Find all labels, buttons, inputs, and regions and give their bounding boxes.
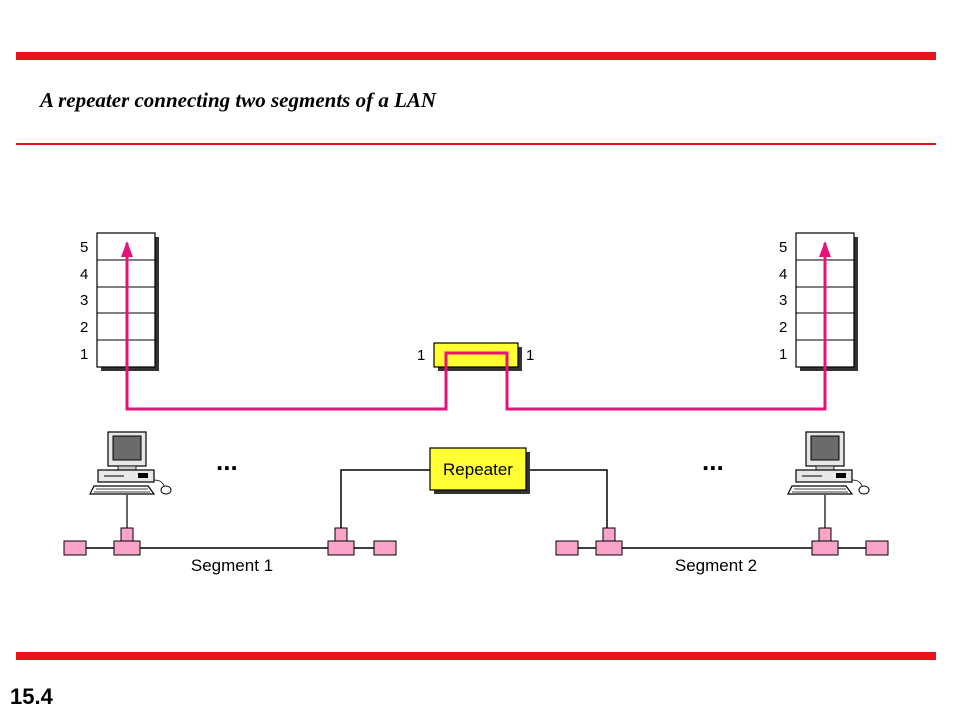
slide-title: A repeater connecting two segments of a … xyxy=(40,88,437,112)
left-layer-3: 3 xyxy=(80,292,88,309)
right-layer-1: 1 xyxy=(779,346,787,363)
repeater-layer-left-label: 1 xyxy=(417,347,425,364)
left-layer-1: 1 xyxy=(80,346,88,363)
left-layer-5: 5 xyxy=(80,239,88,256)
right-ellipsis: ... xyxy=(702,446,724,476)
title-underline xyxy=(16,143,936,145)
top-accent-bar xyxy=(16,52,936,60)
segment-1-cable: Segment 1 xyxy=(63,495,397,575)
left-computer-icon xyxy=(89,431,172,495)
right-layer-3: 3 xyxy=(779,292,787,309)
left-layer-4: 4 xyxy=(80,266,88,283)
repeater-layer-box: 1 1 xyxy=(417,342,534,371)
right-layer-4: 4 xyxy=(779,266,787,283)
segment-1-label: Segment 1 xyxy=(191,556,273,575)
repeater-device: Repeater xyxy=(340,447,608,530)
bottom-accent-bar xyxy=(16,652,936,660)
left-ellipsis: ... xyxy=(216,446,238,476)
right-layer-5: 5 xyxy=(779,239,787,256)
left-protocol-stack: 5 4 3 2 1 xyxy=(80,232,159,371)
segment-2-label: Segment 2 xyxy=(675,556,757,575)
right-computer-icon xyxy=(787,431,870,495)
right-arrowhead xyxy=(819,241,831,257)
right-protocol-stack: 5 4 3 2 1 xyxy=(779,232,858,371)
right-layer-2: 2 xyxy=(779,319,787,336)
repeater-layer-right-label: 1 xyxy=(526,347,534,364)
repeater-label: Repeater xyxy=(443,460,513,479)
left-arrowhead xyxy=(121,241,133,257)
segment-2-cable: Segment 2 xyxy=(555,495,889,575)
left-layer-2: 2 xyxy=(80,319,88,336)
signal-path xyxy=(125,243,827,411)
slide-number: 15.4 xyxy=(10,684,53,709)
